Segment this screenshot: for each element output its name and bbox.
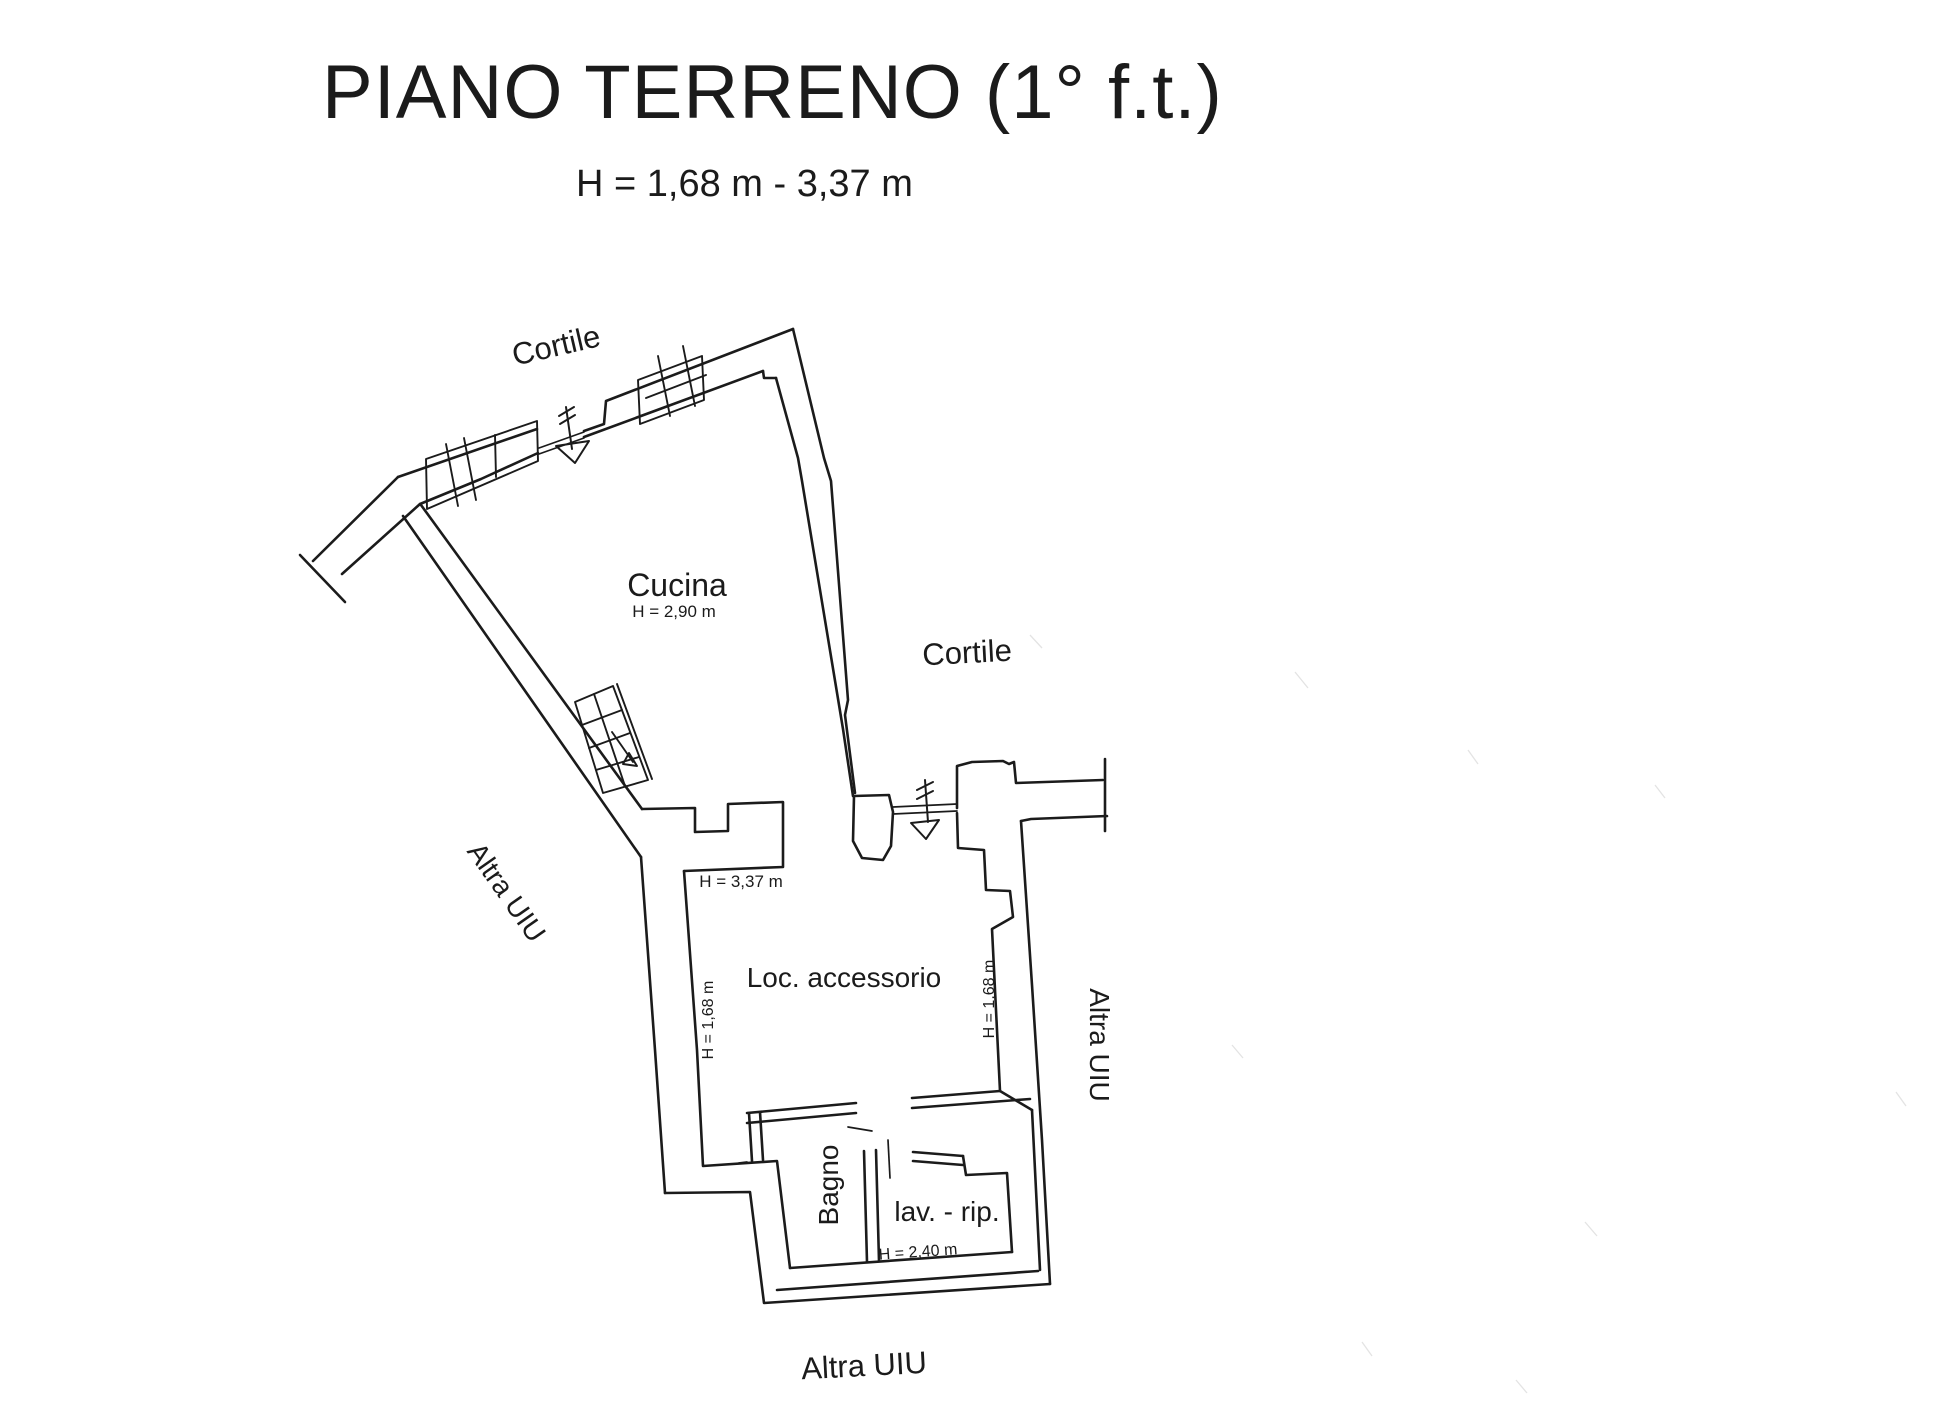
wall-locacc-bottom-a [745, 1101, 858, 1115]
door-arrow-icon-right [910, 779, 940, 840]
arrow-shaft [565, 406, 573, 450]
room-label-loc-accessorio: Loc. accessorio [747, 962, 942, 993]
threshold-right-a [892, 803, 958, 808]
stairs-icon [574, 683, 653, 794]
window-tick [445, 443, 459, 507]
wall-spur-right-bottom [1019, 814, 1109, 823]
wall-locacc-bottom-d [910, 1097, 1032, 1110]
height-label-337: H = 3,37 m [699, 872, 783, 891]
room-label-cucina: Cucina [627, 567, 727, 603]
arrow-head [555, 440, 590, 464]
wall-room-floor-line [788, 1250, 1014, 1270]
arrow-head [910, 819, 940, 840]
window-tick [682, 345, 696, 407]
threshold-top-a [538, 431, 585, 449]
threshold-right-b [892, 810, 958, 815]
room-label-bagno: Bagno [813, 1145, 844, 1226]
label-altra-uiu-bottom: Altra UIU [800, 1345, 927, 1387]
window-inner-line [645, 374, 707, 399]
stairs-edge-double [616, 683, 653, 780]
wall-locacc-left-outer [639, 855, 667, 1195]
label-cortile-top: Cortile [509, 318, 604, 372]
wall-lavrip-notch [961, 1154, 1014, 1254]
wall-bottom-block-inner-right [1030, 1108, 1042, 1272]
wall-top-outer-right [582, 327, 795, 433]
wall-right-outer-lower [1019, 819, 1052, 1286]
stairs-arrow [611, 731, 634, 763]
wall-jamb-left-b [758, 1110, 765, 1162]
stairs-tread [588, 732, 631, 749]
arrow-shaft [924, 779, 929, 823]
door-arrow-icon-top [555, 406, 590, 464]
wall-locacc-bottom-c [910, 1089, 1002, 1100]
arrow-hatch [916, 781, 934, 791]
thresholds [538, 431, 958, 1179]
window-symbol-right [637, 345, 707, 425]
height-label-240: H = 2,40 m [878, 1241, 958, 1263]
wall-right-outer [791, 327, 857, 795]
wall-lavrip-top-b [911, 1159, 965, 1167]
wall-spur-lower [340, 502, 422, 576]
wall-neighbor-top [955, 759, 1105, 810]
wall-locacc-bottom-b [745, 1111, 858, 1125]
window-divider [494, 434, 497, 478]
window-tick [657, 355, 671, 417]
arrow-hatch [559, 414, 576, 425]
label-altra-uiu-left: Altra UIU [461, 837, 552, 948]
wall-left-outer [401, 514, 643, 859]
wall-top-inner-step [761, 369, 778, 380]
window-tick [463, 437, 477, 501]
wall-locacc-top [640, 800, 785, 873]
wall-locacc-bottom-junction [998, 1089, 1034, 1112]
door-jamb-tick [887, 1139, 891, 1179]
wall-separator-a [862, 1149, 869, 1264]
stairs-arrow-head [622, 752, 638, 767]
wall-bottom-block-inner-bottom [775, 1269, 1040, 1292]
room-label-lav-rip: lav. - rip. [894, 1196, 999, 1227]
stairs-tread [581, 709, 623, 726]
wall-pier-stub [851, 793, 895, 862]
window-box [637, 355, 705, 425]
wall-spur-upper [311, 475, 400, 563]
walls-outline [298, 327, 1109, 1305]
step-tick [738, 1161, 748, 1164]
page-subtitle: H = 1,68 m - 3,37 m [576, 163, 913, 205]
wall-right-inner [774, 376, 855, 798]
wall-right-inner-jogs [955, 811, 1015, 1093]
wall-top-inner-right [582, 369, 765, 439]
wall-jamb-left-a [747, 1111, 754, 1163]
scan-artifacts [1029, 634, 1907, 1394]
window-box [425, 420, 539, 510]
height-label-168-right: H = 1,68 m [981, 960, 998, 1039]
room-height-cucina: H = 2,90 m [632, 602, 716, 621]
wall-separator-b [874, 1148, 881, 1263]
arrow-hatch [916, 790, 934, 800]
arrow-hatch [558, 406, 575, 417]
wall-left-inner [419, 503, 644, 811]
page-title: PIANO TERRENO (1° f.t.) [322, 50, 1223, 135]
door-leaf-tick [847, 1126, 873, 1132]
wall-lavrip-top-a [911, 1150, 965, 1158]
window-symbol-left [425, 420, 539, 510]
wall-top-inner-left [418, 451, 540, 506]
height-label-168-left: H = 1,68 m [700, 981, 717, 1060]
wall-bottom-block-outer [663, 1190, 1052, 1305]
label-altra-uiu-right: Altra UIU [1084, 988, 1115, 1102]
stairs-outline [574, 685, 649, 794]
wall-locacc-left-inner [682, 869, 792, 1270]
wall-spur-endcut [298, 553, 347, 604]
label-cortile-right: Cortile [921, 633, 1012, 673]
